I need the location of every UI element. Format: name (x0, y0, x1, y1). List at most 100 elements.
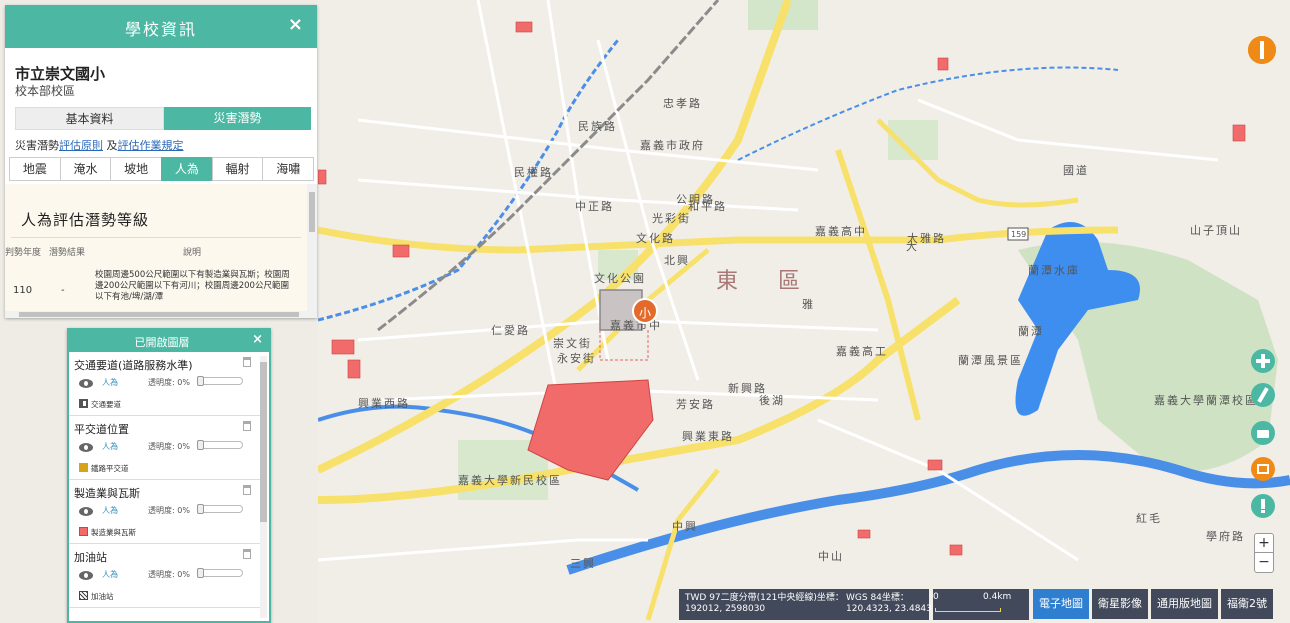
school-name: 市立崇文國小 (15, 65, 106, 83)
tab-tsunami[interactable]: 海嘯 (262, 157, 315, 181)
street-label: 芳安路 (676, 398, 715, 411)
legend-label: 製造業與瓦斯 (91, 528, 136, 537)
tab-disaster-potential[interactable]: 災害潛勢 (164, 107, 311, 130)
scrollbar-thumb[interactable] (19, 312, 299, 317)
zoom-out-button[interactable]: − (1258, 554, 1270, 570)
print-icon[interactable] (1251, 421, 1275, 445)
add-icon[interactable] (1251, 349, 1275, 373)
layer-name: 平交道位置 (74, 423, 129, 436)
school-info-panel: 學校資訊 × 市立崇文國小 校本部校區 基本資料 災害潛勢 災害潛勢評估原則 及… (5, 5, 317, 318)
street-label: 忠孝路 (663, 97, 702, 110)
slider-knob[interactable] (197, 440, 204, 450)
slider-knob[interactable] (197, 568, 204, 578)
assessment-rules-link[interactable]: 評估作業規定 (117, 139, 184, 152)
street-label: 崇文街 (553, 337, 592, 350)
factory-legend-icon (79, 527, 88, 536)
highway-number: 159 (1011, 230, 1027, 239)
opacity-label: 透明度: 0% (148, 570, 190, 579)
eye-icon[interactable] (79, 571, 93, 580)
eye-icon[interactable] (79, 507, 93, 516)
zoom-control: + − (1254, 533, 1274, 573)
close-icon[interactable]: × (287, 14, 303, 35)
layer-name: 加油站 (74, 551, 107, 564)
tab-slope[interactable]: 坡地 (110, 157, 163, 181)
tab-basic-info[interactable]: 基本資料 (15, 107, 164, 130)
place-label: 嘉義高工 (836, 345, 888, 358)
trash-icon[interactable] (243, 485, 251, 495)
street-label: 北興 (664, 254, 690, 267)
potential-title: 人為評估潛勢等級 (21, 211, 150, 229)
street-label: 民權路 (514, 166, 553, 179)
railway-crossing-icon (79, 463, 88, 472)
street-label: 光彩街 (652, 212, 691, 225)
close-icon[interactable]: × (252, 332, 263, 347)
street-label: 仁愛路 (491, 324, 530, 337)
tab-flood[interactable]: 淹水 (59, 157, 112, 181)
street-label: 永安街 (557, 352, 596, 365)
scrollbar-thumb[interactable] (260, 362, 267, 522)
column-year: 判勢年度 (5, 248, 42, 258)
district-label: 東區 (716, 269, 841, 294)
school-marker-icon[interactable]: 小 (632, 298, 658, 324)
info-tabs: 基本資料 災害潛勢 (15, 107, 311, 130)
opacity-slider[interactable] (197, 440, 243, 450)
tab-human-made[interactable]: 人為 (161, 157, 213, 181)
layer-item: 平交道位置 人為 透明度: 0% 鐵路平交道 (69, 416, 261, 480)
layer-category: 人為 (102, 506, 118, 515)
eye-icon[interactable] (79, 443, 93, 452)
vertical-scrollbar[interactable] (307, 184, 317, 311)
note-prefix: 災害潛勢 (15, 139, 59, 152)
trash-icon[interactable] (243, 421, 251, 431)
layers-scrollbar[interactable] (260, 356, 267, 618)
basemap-satellite-button[interactable]: 衛星影像 (1092, 589, 1148, 619)
tab-earthquake[interactable]: 地震 (9, 157, 61, 181)
horizontal-scrollbar[interactable] (5, 311, 317, 318)
scale-start: 0 (933, 592, 939, 602)
pen-icon[interactable] (1251, 383, 1275, 407)
info-icon[interactable] (1251, 494, 1275, 518)
slider-knob[interactable] (197, 376, 204, 386)
trash-icon[interactable] (243, 549, 251, 559)
place-label: 文化公園 (594, 272, 646, 285)
opacity-slider[interactable] (197, 504, 243, 514)
layers-title: 已開啟圖層 (134, 336, 190, 349)
eye-icon[interactable] (79, 379, 93, 388)
basemap-general-button[interactable]: 通用版地圖 (1151, 589, 1218, 619)
scale-line (935, 608, 1001, 612)
zoom-in-button[interactable]: + (1255, 534, 1273, 553)
basemap-electronic-button[interactable]: 電子地圖 (1033, 589, 1089, 619)
map-canvas[interactable] (318, 0, 1290, 623)
place-label: 蘭潭水庫 (1028, 264, 1080, 277)
open-layers-panel: 已開啟圖層 × 交通要道(道路服務水準) 人為 透明度: 0% 交通要道 平交道… (67, 328, 271, 623)
trash-icon[interactable] (243, 357, 251, 367)
opacity-slider[interactable] (197, 376, 243, 386)
opacity-slider[interactable] (197, 568, 243, 578)
street-label: 大雅路 (907, 232, 946, 245)
book-icon[interactable] (1251, 457, 1275, 481)
potential-content[interactable]: 人為評估潛勢等級 判勢年度 潛勢結果 說明 110 - 校園周邊500公尺範圍以… (5, 184, 311, 311)
layer-item: 製造業與瓦斯 人為 透明度: 0% 製造業與瓦斯 (69, 480, 261, 544)
place-label: 蘭潭 (1018, 325, 1044, 338)
tab-radiation[interactable]: 輻射 (211, 157, 264, 181)
map-view[interactable]: 東區 民權路 民族路 中正路 光彩街 和平路 興業西路 文化公園 嘉義市政府 嘉… (318, 0, 1290, 623)
twd-value: 192012, 2598030 (685, 604, 766, 614)
slider-knob[interactable] (197, 504, 204, 514)
basemap-switcher: 電子地圖 衛星影像 通用版地圖 福衛2號 (1033, 589, 1273, 619)
street-label: 大 (906, 240, 919, 253)
street-label: 和平路 (688, 200, 727, 213)
compass-icon[interactable] (1248, 36, 1276, 64)
scrollbar-thumb[interactable] (309, 192, 315, 232)
row-result: - (61, 285, 65, 296)
basemap-formosat-button[interactable]: 福衛2號 (1221, 589, 1273, 619)
twd-label: TWD 97二度分帶(121中央經線)坐標： (685, 593, 844, 603)
place-label: 嘉義市政府 (640, 139, 705, 152)
layer-category: 人為 (102, 442, 118, 451)
legend-label: 鐵路平交道 (91, 464, 129, 473)
opacity-label: 透明度: 0% (148, 442, 190, 451)
layer-category: 人為 (102, 378, 118, 387)
layer-item: 加油站 人為 透明度: 0% 加油站 (69, 544, 261, 608)
twd-coords: TWD 97二度分帶(121中央經線)坐標： 192012, 2598030 (685, 593, 844, 615)
place-label: 嘉義大學新民校區 (458, 474, 562, 487)
place-label: 中山 (818, 550, 844, 563)
assessment-principle-link[interactable]: 評估原則 (59, 139, 103, 152)
